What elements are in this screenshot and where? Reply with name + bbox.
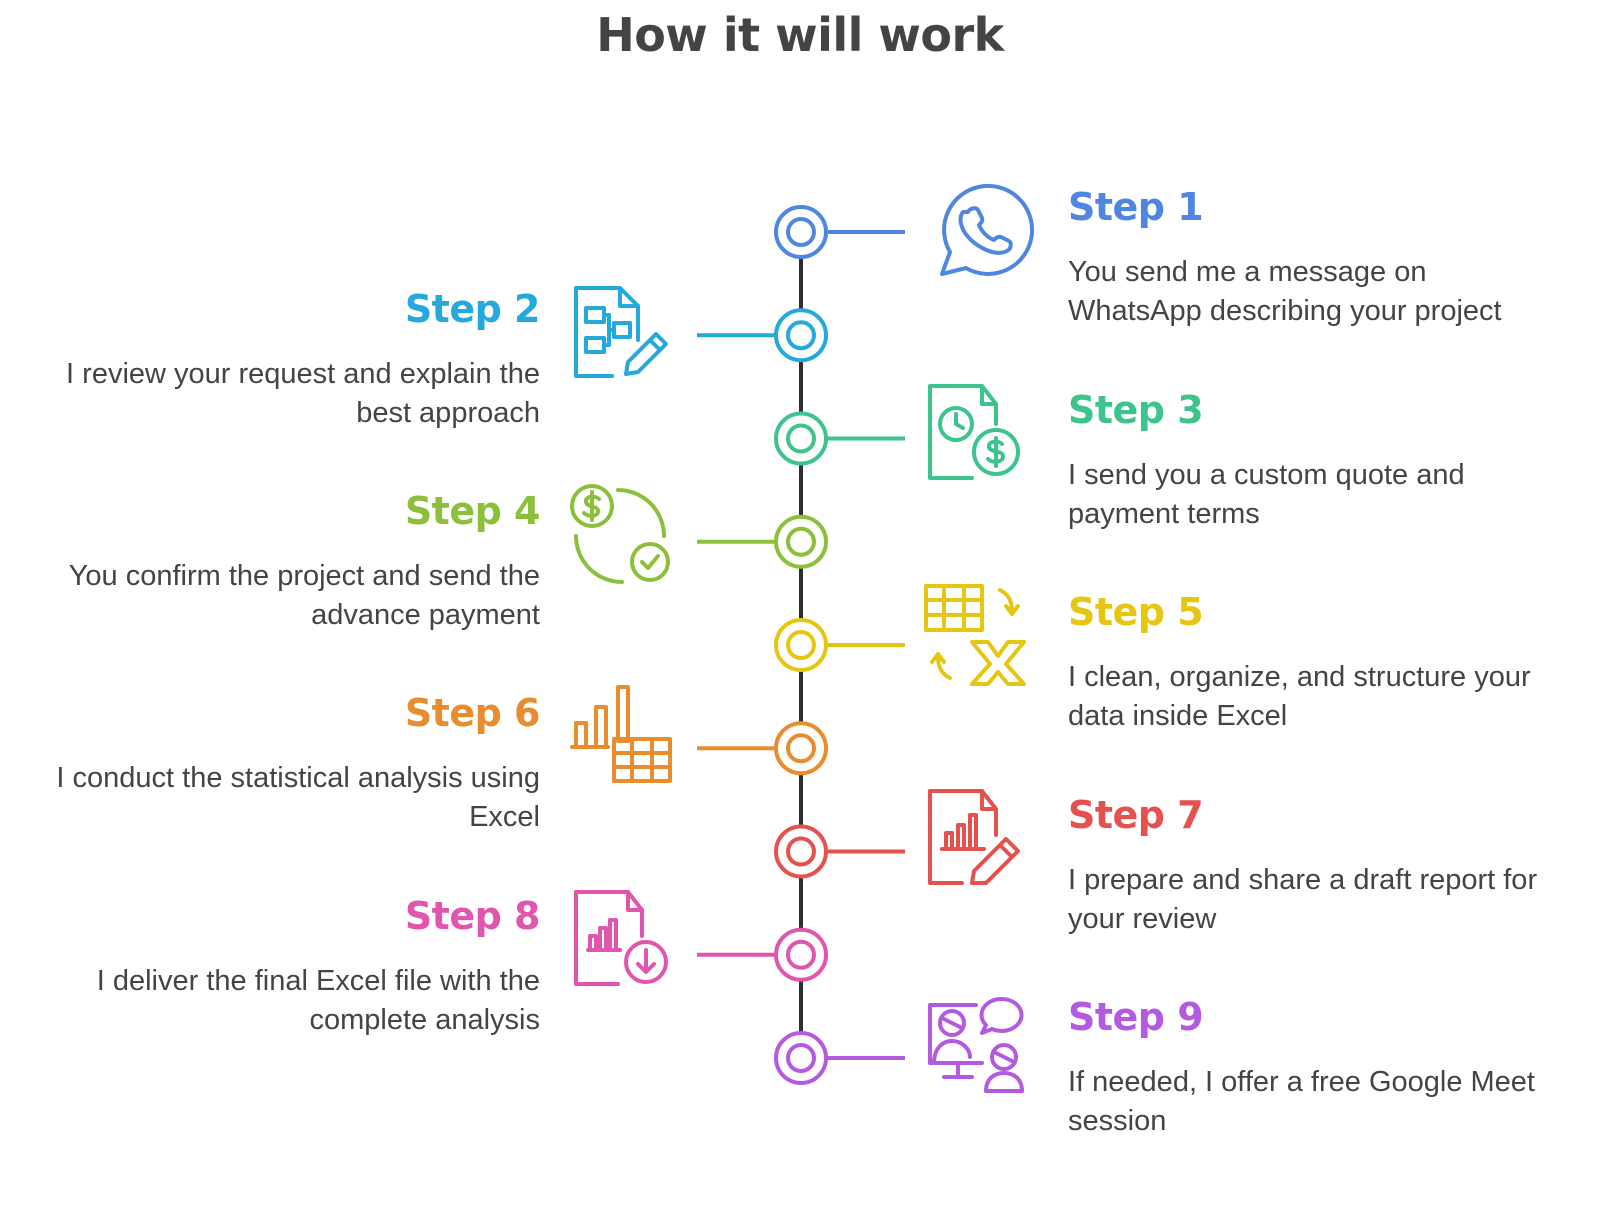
step-6-node [774,721,828,776]
step-3-node-inner [786,423,816,454]
step-1-node [774,205,828,259]
step-5-node-inner [786,630,816,660]
step-8-description: I deliver the final Excel file with the … [96,965,540,1036]
step-6-description: I conduct the statistical analysis using… [56,762,540,833]
step-8-label: Step 8 [404,894,541,938]
step-2-description: I review your request and explain the be… [66,358,540,429]
step-3-description: I send you a custom quote and payment te… [1068,459,1465,530]
step-2-label: Step 2 [404,287,541,331]
step-6-label: Step 6 [404,691,541,735]
step-8-node-inner [786,939,816,970]
page-title: How it will work [596,8,1004,62]
step-2-node-inner [786,320,816,351]
document-clock-dollar-icon [922,380,1032,490]
step-3-label: Step 3 [1068,388,1204,432]
step-7-node-inner [786,836,816,867]
step-1: Step 1 You send me a message on WhatsApp… [1068,185,1568,331]
step-9-description: If needed, I offer a free Google Meet se… [1068,1066,1535,1137]
step-9: Step 9 If needed, I offer a free Google … [1068,995,1568,1141]
step-7-label: Step 7 [1068,793,1204,837]
step-4: Step 4 You confirm the project and send … [40,489,541,635]
document-chart-edit-icon [922,785,1032,895]
step-9-label: Step 9 [1068,995,1204,1039]
step-7: Step 7 I prepare and share a draft repor… [1068,793,1568,939]
step-5: Step 5 I clean, organize, and structure … [1068,590,1568,736]
step-7-node [774,824,828,879]
step-8-node [774,927,828,982]
step-4-label: Step 4 [404,489,541,533]
step-7-description: I prepare and share a draft report for y… [1068,864,1538,935]
step-1-node-inner [786,217,816,247]
step-5-description: I clean, organize, and structure your da… [1068,661,1531,732]
video-meeting-chat-icon [922,987,1032,1097]
step-5-label: Step 5 [1068,590,1204,634]
step-6: Step 6 I conduct the statistical analysi… [40,691,540,837]
step-3-node [774,411,828,466]
step-5-node [774,618,828,672]
step-6-node-inner [786,733,816,764]
dollar-check-cycle-icon [568,482,678,592]
bar-chart-table-icon [568,683,678,793]
table-excel-convert-icon [922,582,1032,692]
step-2: Step 2 I review your request and explain… [40,287,540,433]
step-9-node [774,1031,828,1085]
step-8: Step 8 I deliver the final Excel file wi… [40,894,541,1040]
step-1-label: Step 1 [1068,185,1204,229]
step-3: Step 3 I send you a custom quote and pay… [1068,388,1568,534]
whatsapp-phone-icon [930,178,1040,288]
step-2-node [774,308,828,363]
step-4-description: You confirm the project and send the adv… [68,560,540,631]
document-chart-download-icon [568,886,678,996]
step-4-node [774,514,828,569]
flowchart-document-edit-icon [568,278,678,388]
step-9-node-inner [786,1043,816,1073]
step-4-node-inner [786,526,816,557]
step-1-description: You send me a message on WhatsApp descri… [1068,256,1502,327]
